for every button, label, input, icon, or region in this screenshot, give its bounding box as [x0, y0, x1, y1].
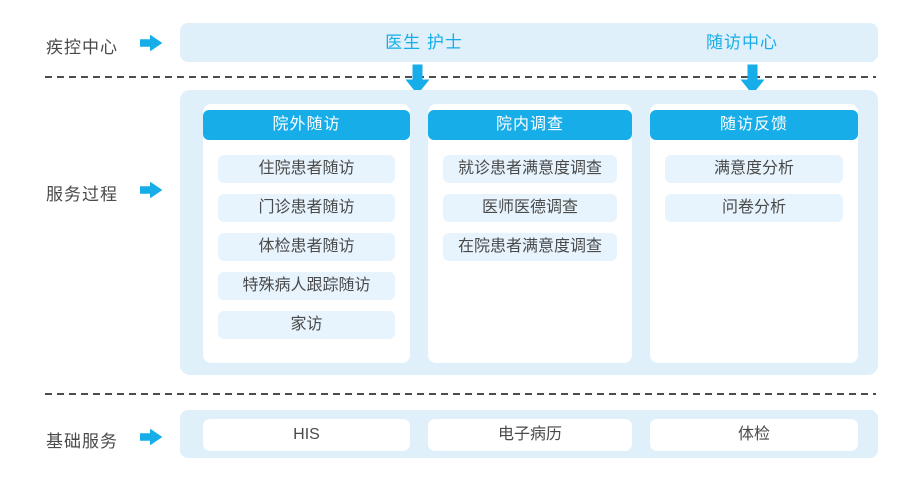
column-header: 随访反馈 — [650, 110, 858, 140]
column-header: 院外随访 — [203, 110, 410, 140]
column-header: 院内调查 — [428, 110, 632, 140]
right-arrow-icon — [140, 429, 162, 445]
right-arrow-icon — [140, 182, 162, 198]
process-item: 体检患者随访 — [218, 233, 395, 261]
base-services-bar: HIS 电子病历 体检 — [180, 410, 878, 458]
base-service-emr: 电子病历 — [428, 419, 632, 451]
process-item: 问卷分析 — [665, 194, 843, 222]
column-followup-feedback: 随访反馈 满意度分析 问卷分析 — [650, 104, 858, 363]
lane-label-cdc-center: 疾控中心 — [46, 38, 118, 57]
role-followup-center: 随访中心 — [706, 33, 778, 52]
base-service-his: HIS — [203, 419, 410, 451]
role-doctor-nurse: 医生 护士 — [385, 33, 463, 52]
process-item: 门诊患者随访 — [218, 194, 395, 222]
process-item: 满意度分析 — [665, 155, 843, 183]
column-out-of-hospital-followup: 院外随访 住院患者随访 门诊患者随访 体检患者随访 特殊病人跟踪随访 家访 — [203, 104, 410, 363]
divider-dashed-bottom — [45, 393, 876, 395]
process-item: 医师医德调查 — [443, 194, 617, 222]
down-arrow-icon — [740, 64, 765, 95]
divider-dashed-top — [45, 76, 876, 78]
top-roles-bar — [180, 23, 878, 62]
process-item: 住院患者随访 — [218, 155, 395, 183]
down-arrow-icon — [405, 64, 430, 95]
process-item: 在院患者满意度调查 — [443, 233, 617, 261]
right-arrow-icon — [140, 35, 162, 51]
lane-label-service-process: 服务过程 — [46, 185, 118, 204]
process-item: 特殊病人跟踪随访 — [218, 272, 395, 300]
process-item: 家访 — [218, 311, 395, 339]
service-process-panel: 院外随访 住院患者随访 门诊患者随访 体检患者随访 特殊病人跟踪随访 家访 院内… — [180, 90, 878, 375]
base-service-physical-exam: 体检 — [650, 419, 858, 451]
lane-label-base-services: 基础服务 — [46, 432, 118, 451]
process-item: 就诊患者满意度调查 — [443, 155, 617, 183]
column-in-hospital-survey: 院内调查 就诊患者满意度调查 医师医德调查 在院患者满意度调查 — [428, 104, 632, 363]
